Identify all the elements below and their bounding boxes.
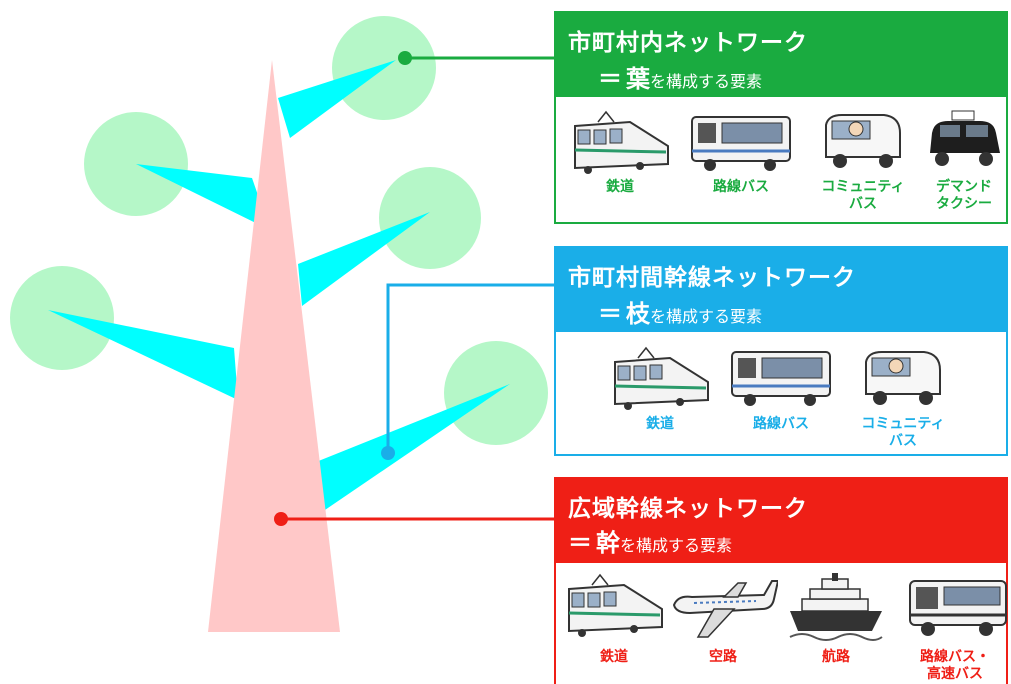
leaf-circle (379, 167, 481, 269)
branch (48, 310, 238, 400)
branch (298, 212, 430, 306)
leaf-panel-subtitle: ＝葉を構成する要素 (598, 59, 762, 94)
equals-sign: ＝ (598, 65, 622, 93)
equals-sign: ＝ (568, 529, 592, 557)
trunk-item-label: 航路 (822, 649, 850, 665)
branch-suffix: を構成する要素 (650, 307, 763, 326)
bus-icon (691, 116, 791, 171)
branch-item-label: コミュニティ バス (861, 416, 945, 449)
branch-network-panel: 市町村間幹線ネットワーク ＝枝を構成する要素 鉄道 路線バス コミュニティ バス (554, 246, 1008, 456)
ship-icon (789, 573, 883, 641)
trunk-panel-subtitle: ＝幹を構成する要素 (568, 523, 732, 558)
branch-panel-header: 市町村間幹線ネットワーク ＝枝を構成する要素 (556, 248, 1006, 332)
leaf-suffix: を構成する要素 (650, 72, 763, 91)
leaf-panel-header: 市町村内ネットワーク ＝葉を構成する要素 (556, 13, 1006, 97)
leaf-item-label: 路線バス (713, 179, 769, 195)
branch-panel-title: 市町村間幹線ネットワーク (568, 265, 856, 291)
trunk-item-label: 鉄道 (600, 649, 628, 665)
leaf-circle (10, 266, 114, 370)
highway-bus-icon (909, 580, 1007, 636)
branch-item-label: 路線バス (753, 416, 809, 432)
train-icon (614, 346, 709, 410)
branch (316, 384, 510, 512)
equals-sign: ＝ (598, 300, 622, 328)
airplane-icon (672, 580, 778, 638)
branch (278, 60, 396, 138)
branch-connector-dot (381, 446, 395, 460)
community-bus-icon (825, 114, 901, 168)
trunk-panel-header: 広域幹線ネットワーク ＝幹を構成する要素 (556, 479, 1006, 563)
leaf-connector-dot (398, 51, 412, 65)
leaf-item-label: コミュニティ バス (821, 179, 905, 212)
leaf-item-label: 鉄道 (606, 179, 634, 195)
trunk-connector-dot (274, 512, 288, 526)
branch-keyword: 枝 (626, 300, 650, 328)
trunk-keyword: 幹 (596, 529, 620, 557)
trunk-item-label: 路線バス・ 高速バス (920, 649, 990, 682)
branch-item-label: 鉄道 (646, 416, 674, 432)
leaf-network-panel: 市町村内ネットワーク ＝葉を構成する要素 鉄道 路線バス コミュニティ バス デ… (554, 11, 1008, 224)
leaf-keyword: 葉 (626, 65, 650, 93)
bus-icon (731, 351, 831, 406)
branch (136, 164, 270, 230)
trunk-network-panel: 広域幹線ネットワーク ＝幹を構成する要素 鉄道 空路 航路 路線バス・ 高速バ (554, 477, 1008, 684)
trunk-suffix: を構成する要素 (620, 536, 733, 555)
leaf-panel-title: 市町村内ネットワーク (568, 30, 808, 56)
train-icon (574, 110, 669, 174)
taxi-icon (930, 110, 1000, 166)
trunk-panel-title: 広域幹線ネットワーク (568, 496, 808, 522)
trunk-item-label: 空路 (709, 649, 737, 665)
community-bus-icon (865, 351, 941, 405)
branch-connector-line (386, 283, 556, 453)
trunk (208, 60, 340, 632)
leaf-item-label: デマンド タクシー (936, 179, 992, 212)
branch-panel-subtitle: ＝枝を構成する要素 (598, 294, 762, 329)
train-icon (568, 573, 663, 637)
